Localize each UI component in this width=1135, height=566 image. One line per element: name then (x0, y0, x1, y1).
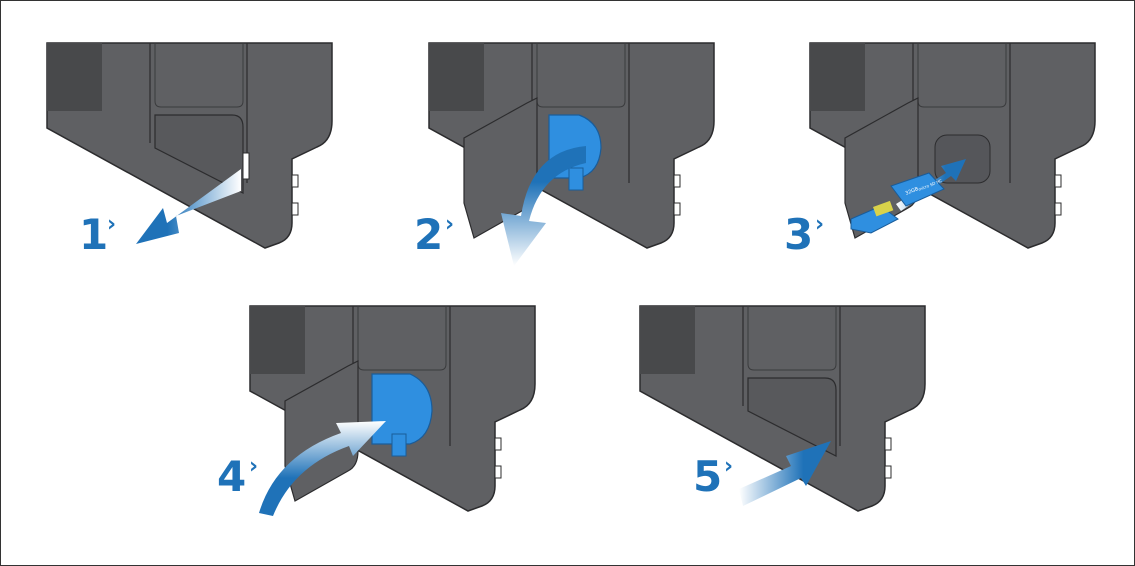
step-4-chevron: › (249, 454, 259, 479)
step-3-number: 3 (784, 210, 814, 259)
rotate-down-arrow-icon (501, 146, 586, 266)
rotate-up-arrow-icon (259, 421, 386, 516)
step-3-illustration (809, 42, 1096, 249)
step-3-chevron: › (815, 212, 825, 237)
step-5-number: 5 (693, 452, 723, 501)
step-2-illustration (428, 42, 715, 249)
push-arrow-icon (739, 441, 831, 506)
pull-arrow-icon (136, 169, 241, 244)
step-2-number: 2 (414, 210, 444, 259)
latch-icon (371, 373, 433, 445)
step-4-number: 4 (217, 452, 247, 501)
step-5-chevron: › (724, 454, 734, 479)
micro-sd-card: 32GB micro SD HC (850, 172, 945, 234)
step-1-illustration (46, 42, 333, 249)
step-2-chevron: › (445, 212, 455, 237)
step-1-chevron: › (107, 212, 117, 237)
step-5-illustration (639, 305, 926, 512)
step-1-number: 1 (79, 210, 109, 259)
svg-text:32GB: 32GB (905, 186, 920, 197)
